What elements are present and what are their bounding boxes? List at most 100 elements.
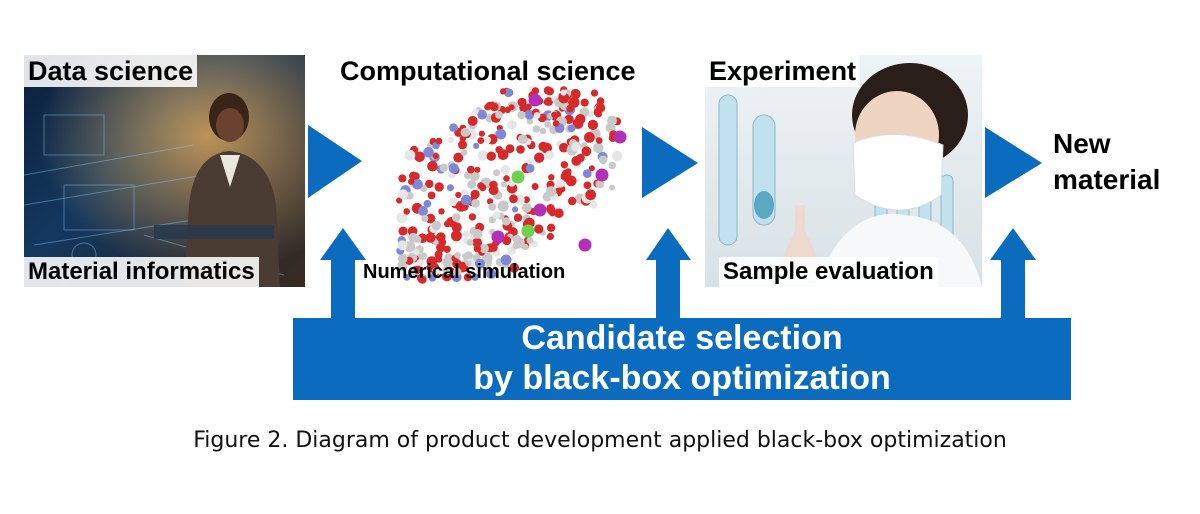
atom <box>466 239 474 246</box>
atom <box>588 165 595 172</box>
atom <box>423 199 432 208</box>
atom <box>442 257 453 268</box>
right-arrow-icon <box>308 125 362 198</box>
atom <box>580 98 589 107</box>
atom <box>499 88 507 95</box>
atom <box>522 203 532 213</box>
atom <box>427 160 438 172</box>
atom <box>431 220 442 231</box>
atom <box>584 132 595 143</box>
atom <box>582 169 592 178</box>
atom <box>398 174 407 183</box>
atom <box>505 144 515 154</box>
atom <box>435 253 442 261</box>
atom <box>477 109 487 120</box>
atom <box>474 166 481 173</box>
atom <box>518 134 528 144</box>
atom <box>414 151 425 163</box>
atom <box>408 232 419 243</box>
atom <box>532 125 540 133</box>
atom <box>543 86 553 95</box>
atom <box>612 150 623 162</box>
atom <box>418 275 427 284</box>
right-arrow-icon <box>642 127 698 198</box>
atom <box>434 182 444 192</box>
atom <box>509 194 518 204</box>
atom <box>490 102 499 112</box>
atom <box>484 103 491 111</box>
atom <box>403 274 411 281</box>
atom <box>466 165 475 174</box>
atom <box>397 254 408 264</box>
atom <box>589 200 598 209</box>
atom <box>531 183 539 190</box>
atom <box>461 189 468 197</box>
atom <box>409 171 418 180</box>
atom <box>531 240 539 248</box>
atom <box>495 146 503 154</box>
atom <box>451 213 461 222</box>
atom <box>472 108 479 115</box>
atom <box>397 240 408 251</box>
atom <box>590 89 599 97</box>
atom <box>509 262 520 273</box>
atom <box>404 149 416 161</box>
atom <box>427 191 436 200</box>
atom <box>462 230 470 238</box>
data-science-illustration <box>24 55 305 287</box>
atom <box>488 203 497 211</box>
atom <box>471 199 480 208</box>
figure-caption: Figure 2. Diagram of product development… <box>193 428 1007 453</box>
stage-title-experiment: Experiment <box>705 55 861 87</box>
atom <box>528 93 542 107</box>
atom <box>492 211 501 220</box>
atom <box>460 127 470 137</box>
atom <box>546 204 555 213</box>
atom <box>534 224 544 234</box>
atom <box>517 110 526 120</box>
atom <box>512 206 519 213</box>
atom <box>453 267 462 276</box>
up-arrow-icon <box>646 228 691 321</box>
atom <box>488 185 499 196</box>
atom <box>533 112 541 119</box>
atom <box>526 158 534 166</box>
atom <box>605 122 616 133</box>
atom <box>548 174 555 181</box>
atom <box>418 206 428 216</box>
atom <box>539 127 547 135</box>
experiment-panel: Experiment Sample evaluation <box>705 55 982 287</box>
atom <box>423 147 434 158</box>
stage-subtitle-numerical-simulation: Numerical simulation <box>363 261 566 283</box>
atom <box>438 208 445 215</box>
atom <box>533 203 547 217</box>
atom <box>561 169 572 179</box>
atom <box>449 123 458 132</box>
atom <box>587 119 598 130</box>
atom <box>416 259 424 267</box>
atom <box>576 153 585 163</box>
atom <box>444 220 451 228</box>
atom <box>396 212 408 224</box>
atom <box>560 89 567 96</box>
atom <box>472 229 483 239</box>
atom <box>495 128 507 140</box>
atom <box>583 181 592 190</box>
candidate-selection-line-1: Candidate selection <box>521 319 843 357</box>
atom <box>403 208 410 215</box>
atom <box>525 164 535 173</box>
atom <box>462 253 469 260</box>
atom <box>525 103 532 111</box>
atom <box>504 106 511 114</box>
atom <box>526 118 533 125</box>
atom <box>473 142 480 149</box>
atom <box>479 243 489 254</box>
atom <box>398 226 408 236</box>
atom <box>500 181 507 188</box>
atom <box>413 265 422 274</box>
atom <box>468 213 477 221</box>
atom <box>449 197 459 207</box>
atom <box>486 198 494 205</box>
atom <box>568 196 577 206</box>
